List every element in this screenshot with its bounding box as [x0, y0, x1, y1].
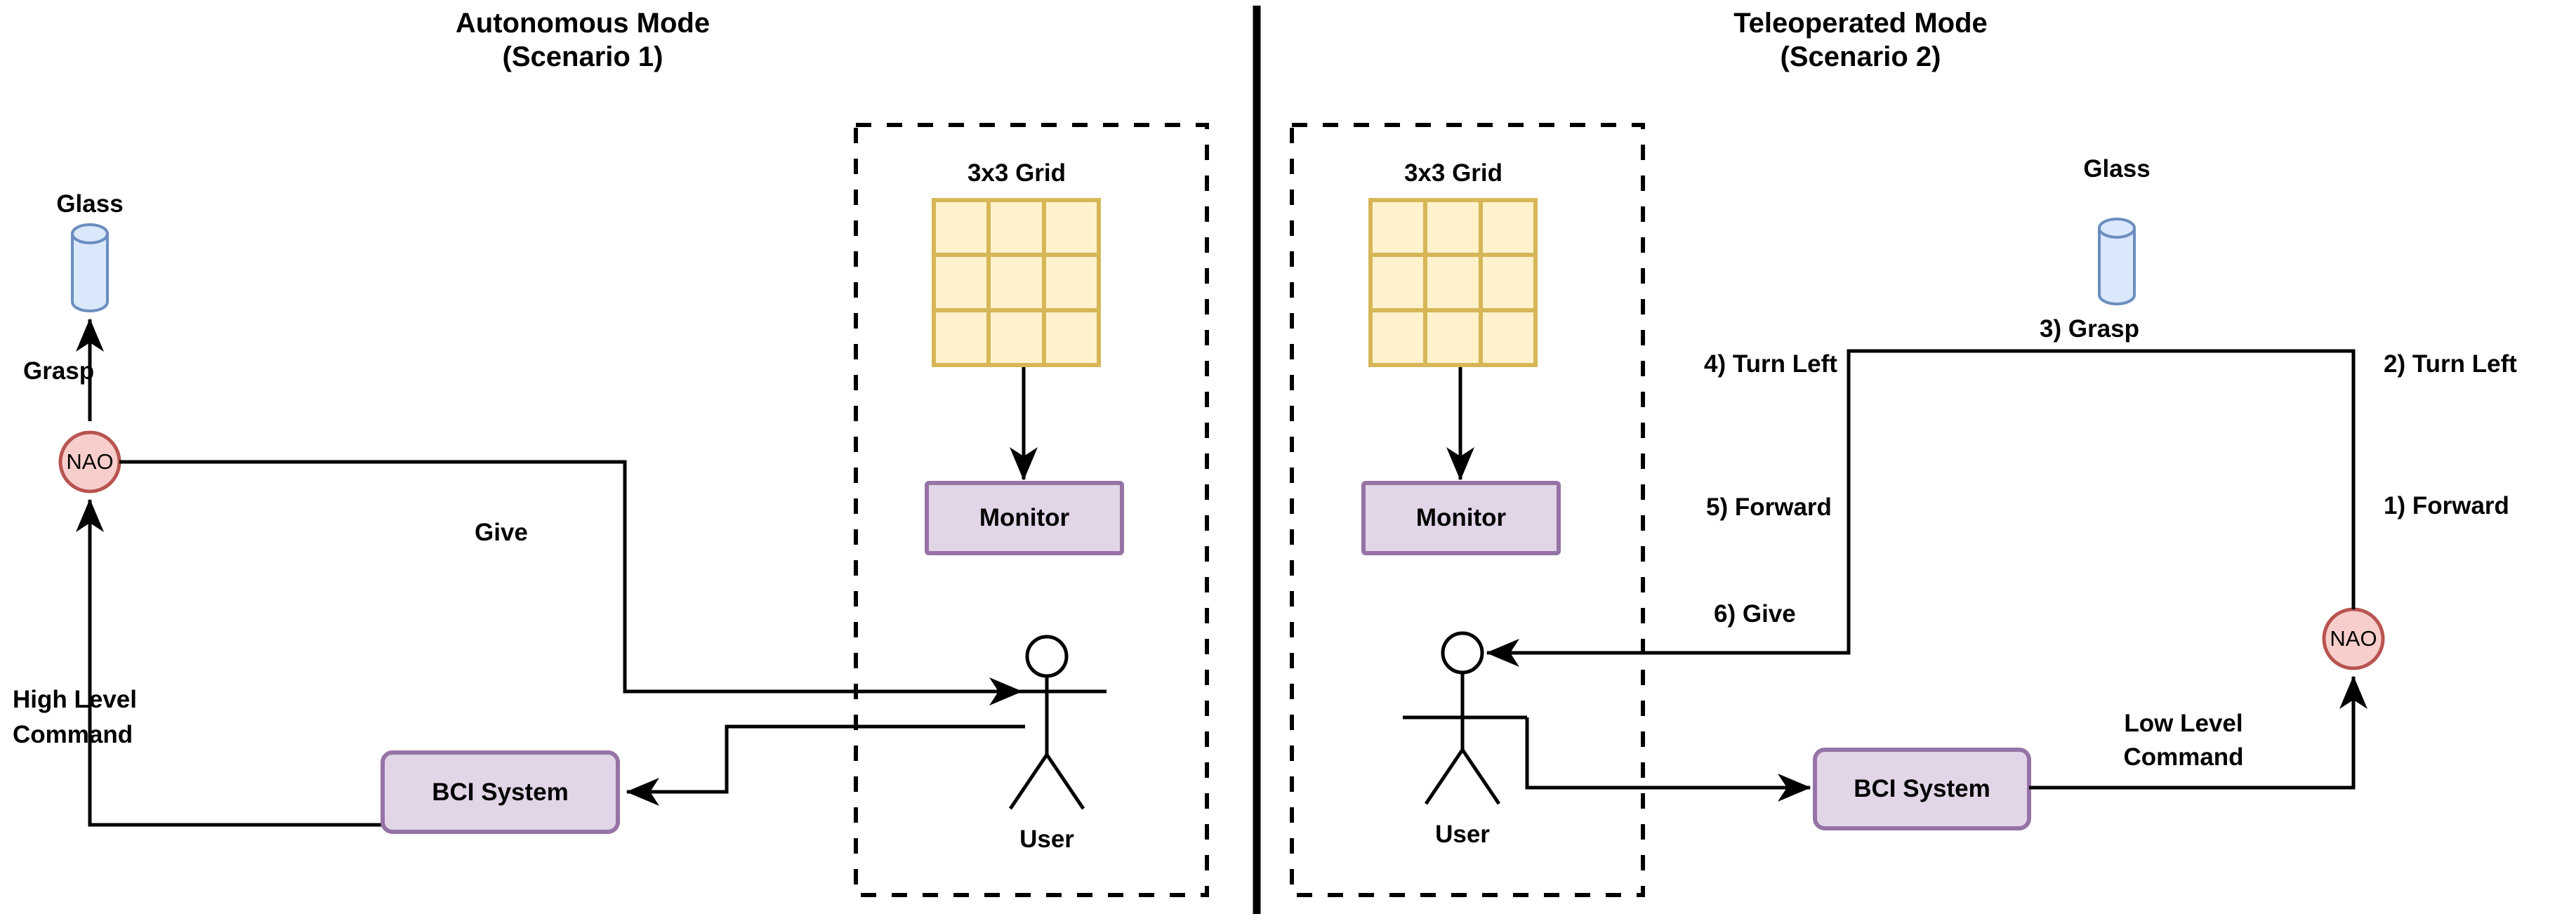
- edge-high-level-command-path: [76, 498, 383, 827]
- scenario1-dashed-region: [854, 123, 1209, 897]
- bci-label-right: BCI System: [1854, 775, 1990, 802]
- edge-label-step1: 1) Forward: [2384, 492, 2509, 519]
- edge-label-step4: 4) Turn Left: [1704, 350, 1837, 378]
- edge-robot-motion-path: [1486, 349, 2356, 667]
- edge-label-low-level-command-line1: Low Level: [2124, 710, 2243, 737]
- glass-cylinder-left: [71, 223, 109, 312]
- bci-box-left: [381, 750, 620, 834]
- edge-label-give: Give: [475, 519, 528, 546]
- edge-label-step6: 6) Give: [1714, 600, 1796, 628]
- user-label-right: User: [1435, 821, 1490, 848]
- nao-label-left: NAO: [66, 449, 114, 474]
- grid-3x3-right: [1368, 198, 1538, 367]
- scenario2-title-line1: Teleoperated Mode: [1733, 8, 1988, 39]
- bci-label-left: BCI System: [432, 778, 569, 806]
- scenario1-title-line1: Autonomous Mode: [455, 8, 711, 39]
- grid-label-right: 3x3 Grid: [1403, 159, 1503, 187]
- edge-label-high-level-command-line1: High Level: [13, 686, 137, 713]
- monitor-label-left: Monitor: [979, 504, 1070, 531]
- glass-label-right: Glass: [2083, 155, 2151, 183]
- user-label-left: User: [1019, 826, 1074, 853]
- nao-label-right: NAO: [2330, 626, 2377, 651]
- edge-label-grasp: Grasp: [23, 357, 95, 385]
- user-stick-figure-left: [987, 635, 1107, 810]
- edge-label-low-level-command-line2: Command: [2123, 743, 2244, 771]
- scenario2-dashed-region: [1290, 123, 1645, 897]
- edge-user-to-bci-left: [626, 724, 1025, 806]
- edge-label-high-level-command-line2: Command: [13, 721, 133, 748]
- scenario2-title-line2: (Scenario 2): [1780, 41, 1941, 72]
- scenario1-title-line2: (Scenario 1): [502, 41, 663, 72]
- edge-label-step2: 2) Turn Left: [2384, 350, 2517, 378]
- glass-cylinder-right: [2098, 218, 2136, 305]
- grid-label-left: 3x3 Grid: [967, 159, 1066, 187]
- user-stick-figure-right: [1403, 631, 1527, 805]
- edge-user-to-bci-right: [1525, 717, 1811, 802]
- monitor-box-right: [1361, 481, 1561, 555]
- edge-label-step3: 3) Grasp: [2040, 315, 2139, 343]
- monitor-box-left: [925, 481, 1124, 555]
- edge-give-left: [119, 460, 1023, 705]
- edge-label-step5: 5) Forward: [1706, 493, 1832, 521]
- glass-label-left: Glass: [56, 190, 124, 218]
- edge-low-level-command: [2029, 675, 2367, 790]
- grid-3x3-left: [932, 198, 1101, 367]
- monitor-label-right: Monitor: [1415, 504, 1507, 531]
